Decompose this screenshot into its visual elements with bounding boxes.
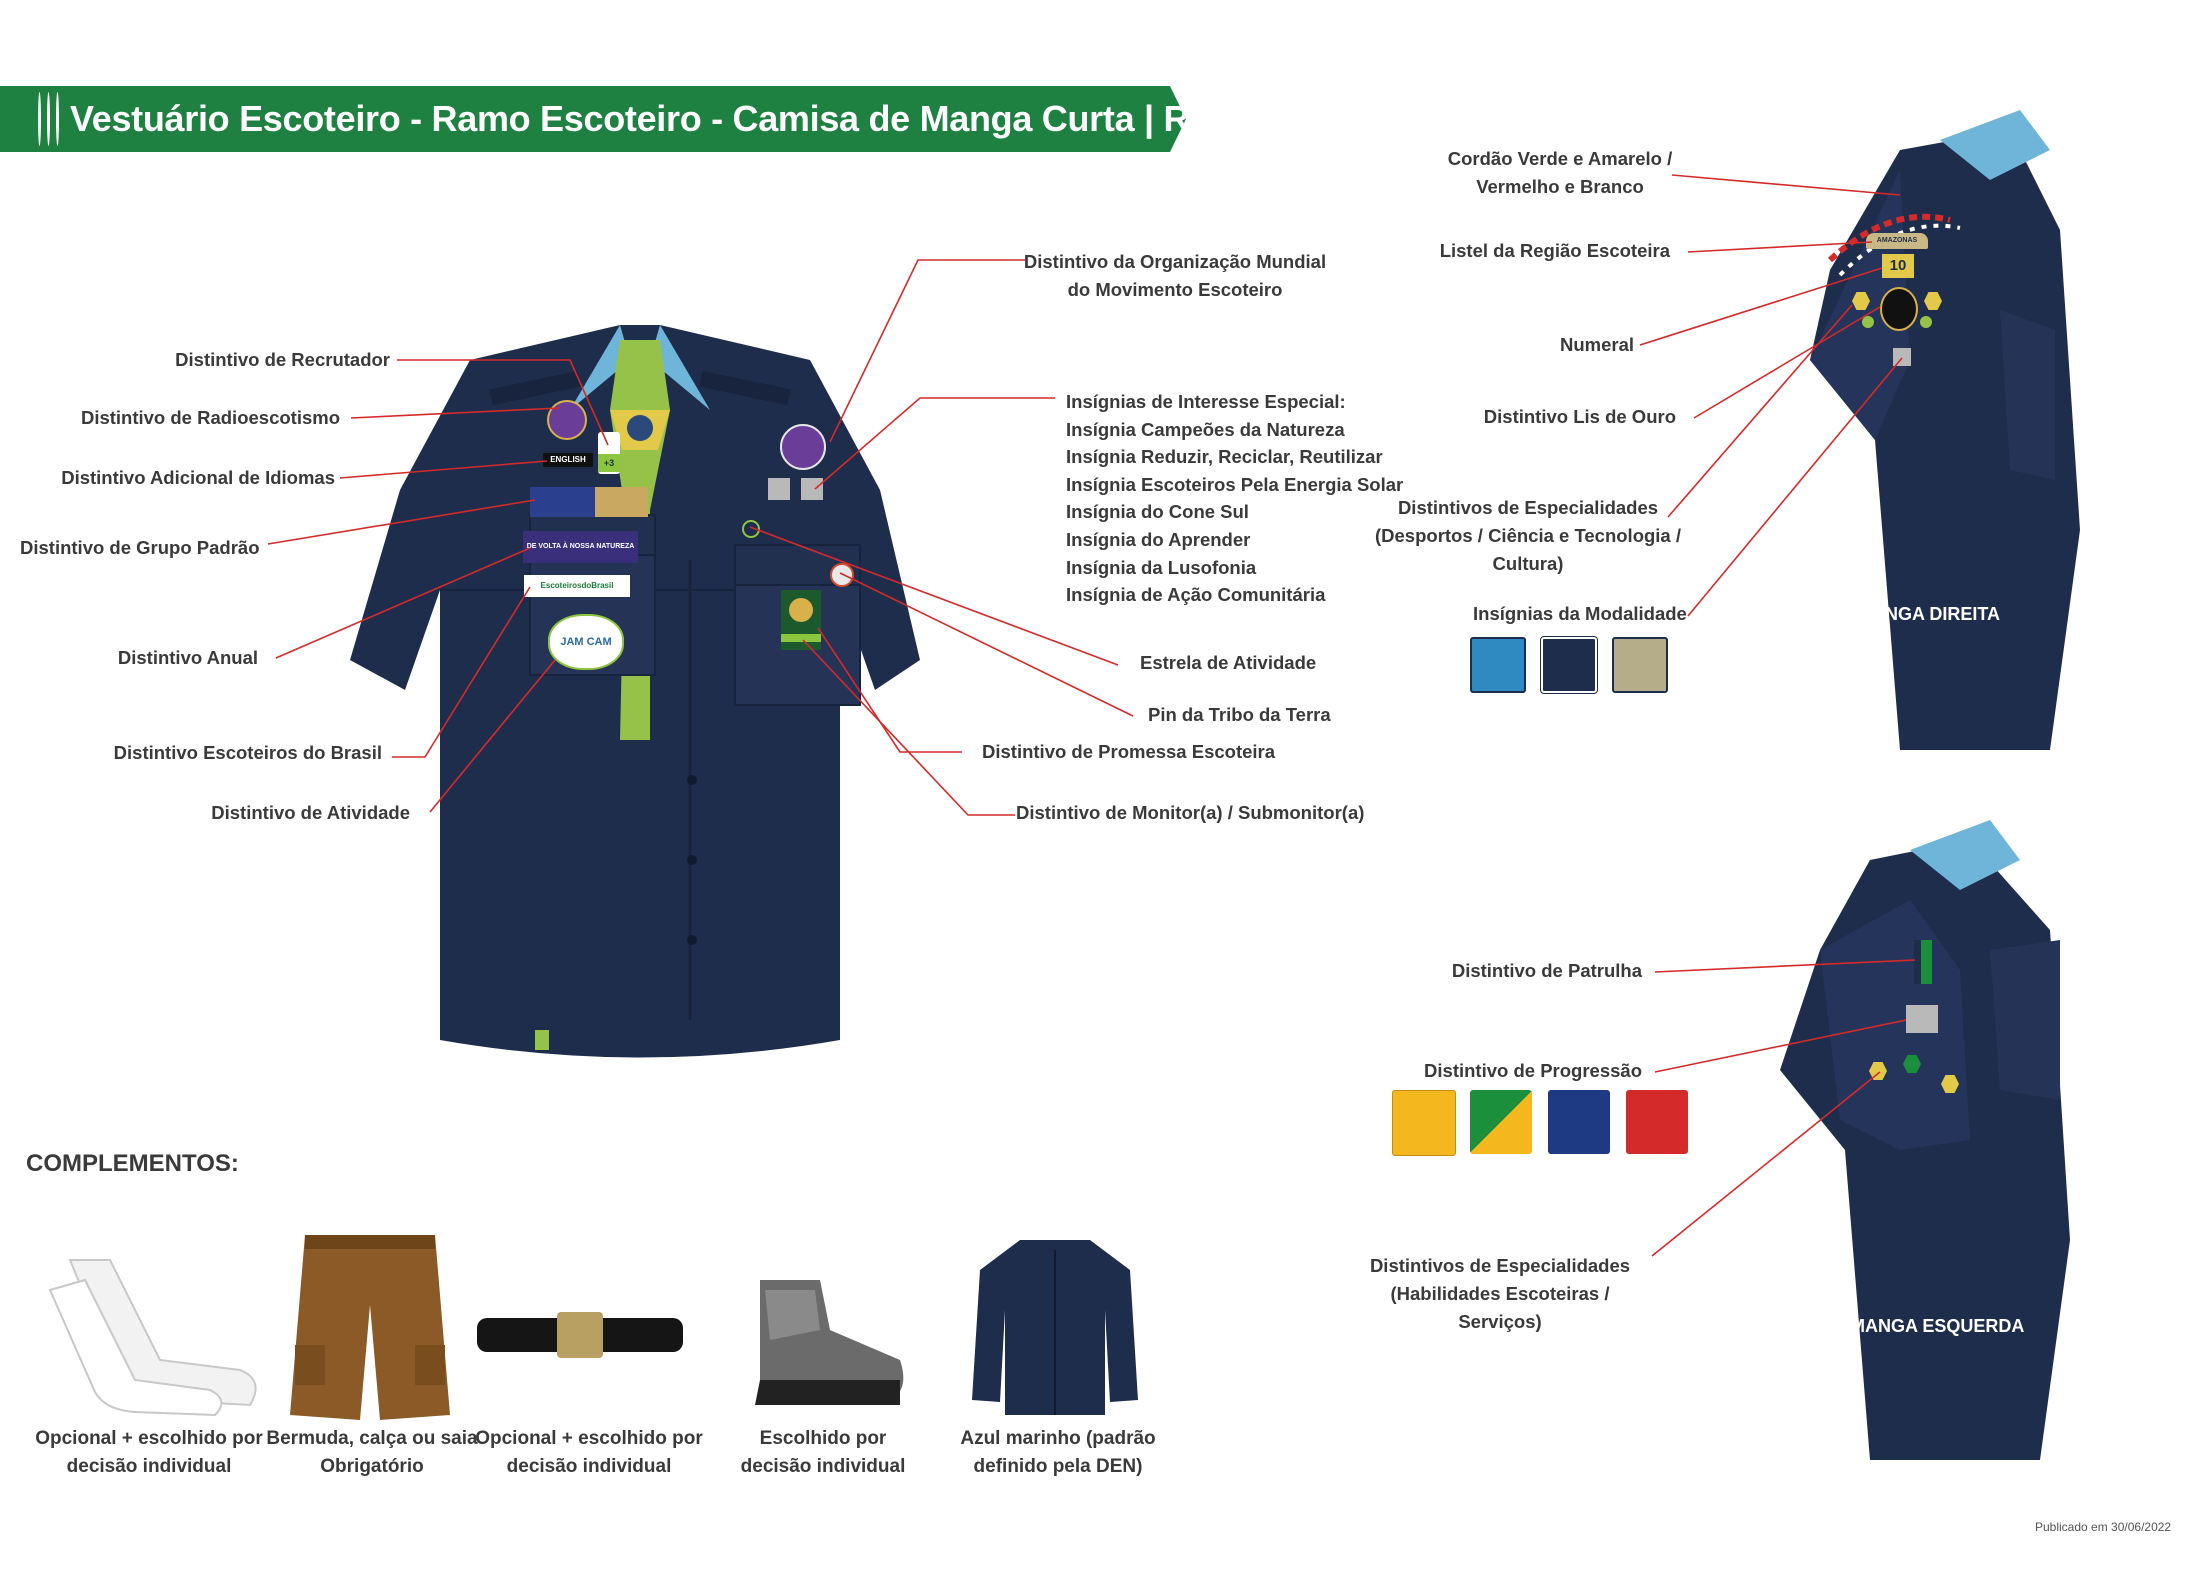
lis-ouro-badge <box>1880 287 1918 331</box>
especialidade-badge <box>1862 316 1874 328</box>
progressao-trilha-icon <box>1470 1090 1532 1154</box>
title-banner: Vestuário Escoteiro - Ramo Escoteiro - C… <box>0 86 1186 152</box>
jacket-icon <box>972 1240 1138 1415</box>
estrela-atividade-badge <box>742 520 760 538</box>
numeral-badge: 10 <box>1882 254 1914 278</box>
recrutador-text: +3 <box>598 454 620 472</box>
label-monitor: Distintivo de Monitor(a) / Submonitor(a) <box>1016 802 1365 823</box>
progressao-pista-icon <box>1392 1090 1456 1156</box>
anual-badge: DE VOLTA À NOSSA NATUREZA <box>523 531 638 563</box>
label-radioescotismo: Distintivo de Radioescotismo <box>80 407 340 428</box>
patrulha-badge <box>1914 940 1932 984</box>
label-anual: Distintivo Anual <box>117 647 258 668</box>
socks-icon <box>48 1259 257 1417</box>
label-progressao: Distintivo de Progressão <box>1424 1060 1642 1081</box>
pin-tribo-terra <box>830 563 854 587</box>
escoteiros-brasil-badge: EscoteirosdoBrasil <box>524 575 630 597</box>
label-modalidade: Insígnias da Modalidade <box>1473 603 1687 624</box>
omme-badge <box>780 424 826 470</box>
right-sleeve-illustration <box>1810 110 2080 750</box>
page-title: Vestuário Escoteiro - Ramo Escoteiro - C… <box>70 98 1360 139</box>
label-promessa: Distintivo de Promessa Escoteira <box>982 741 1276 762</box>
label-insignias: Insígnias de Interesse Especial: Insígni… <box>1066 391 1404 606</box>
shorts-icon <box>290 1235 450 1420</box>
label-cordao: Cordão Verde e Amarelo / Vermelho e Bran… <box>1447 148 1673 197</box>
caption-boots: Escolhido por decisão individual <box>740 1428 906 1477</box>
recrutador-badge: +3 <box>598 432 620 474</box>
especialidade-badge <box>1903 1055 1921 1073</box>
label-escoteiros-brasil: Distintivo Escoteiros do Brasil <box>113 742 382 763</box>
belt-icon <box>477 1312 683 1358</box>
region-tab: AMAZONAS <box>1866 233 1928 249</box>
grupo-padrao-badge <box>530 487 648 517</box>
caption-belt: Opcional + escolhido por decisão individ… <box>475 1428 703 1477</box>
progressao-travessia-icon <box>1626 1090 1688 1154</box>
idioma-badge: ENGLISH <box>543 453 593 467</box>
label-patrulha: Distintivo de Patrulha <box>1451 960 1642 981</box>
especialidade-badge <box>1924 292 1942 310</box>
especialidade-badge <box>1920 316 1932 328</box>
caption-shorts: Bermuda, calça ou saia Obrigatório <box>266 1428 478 1477</box>
insignia-placeholder-1 <box>768 478 790 500</box>
especialidade-badge <box>1941 1075 1959 1093</box>
label-especialidades-esquerda: Distintivos de Especialidades (Habilidad… <box>1369 1255 1631 1332</box>
modalidade-placeholder <box>1893 348 1911 366</box>
radioescotismo-badge <box>547 400 587 440</box>
label-recrutador: Distintivo de Recrutador <box>175 349 390 370</box>
progressao-placeholder <box>1906 1005 1938 1033</box>
boots-icon <box>755 1280 904 1405</box>
label-especialidades-direita: Distintivos de Especialidades (Desportos… <box>1375 497 1681 574</box>
left-sleeve-illustration <box>1780 820 2070 1460</box>
label-omme: Distintivo da Organização Mundial do Mov… <box>1023 251 1327 300</box>
label-numeral: Numeral <box>1559 334 1634 355</box>
label-estrela-atividade: Estrela de Atividade <box>1140 652 1317 673</box>
modalidade-mar-icon <box>1540 636 1598 694</box>
label-idiomas: Distintivo Adicional de Idiomas <box>61 467 335 488</box>
modalidade-ar-icon <box>1612 637 1668 693</box>
caption-jacket: Azul marinho (padrão definido pela DEN) <box>960 1428 1156 1477</box>
insignia-placeholder-2 <box>801 478 823 500</box>
label-pin-tribo: Pin da Tribo da Terra <box>1148 704 1331 725</box>
label-listel: Listel da Região Escoteira <box>1439 240 1670 261</box>
shirt-front-illustration <box>350 325 920 1058</box>
progressao-rumo-icon <box>1548 1090 1610 1154</box>
caption-socks: Opcional + escolhido por decisão individ… <box>35 1428 263 1477</box>
label-grupo-padrao: Distintivo de Grupo Padrão <box>20 537 260 558</box>
publication-date: Publicado em 30/06/2022 <box>2035 1520 2172 1534</box>
atividade-badge: JAM CAM <box>548 614 624 670</box>
manga-direita-title: MANGA DIREITA <box>1857 604 2000 624</box>
promessa-badge <box>781 590 821 650</box>
label-lis-ouro: Distintivo Lis de Ouro <box>1483 406 1676 427</box>
banner-stripes <box>38 92 68 146</box>
label-atividade: Distintivo de Atividade <box>211 802 410 823</box>
manga-esquerda-title: MANGA ESQUERDA <box>1850 1316 2025 1336</box>
complementos-heading: COMPLEMENTOS: <box>26 1150 239 1177</box>
modalidade-basica-icon <box>1470 637 1526 693</box>
